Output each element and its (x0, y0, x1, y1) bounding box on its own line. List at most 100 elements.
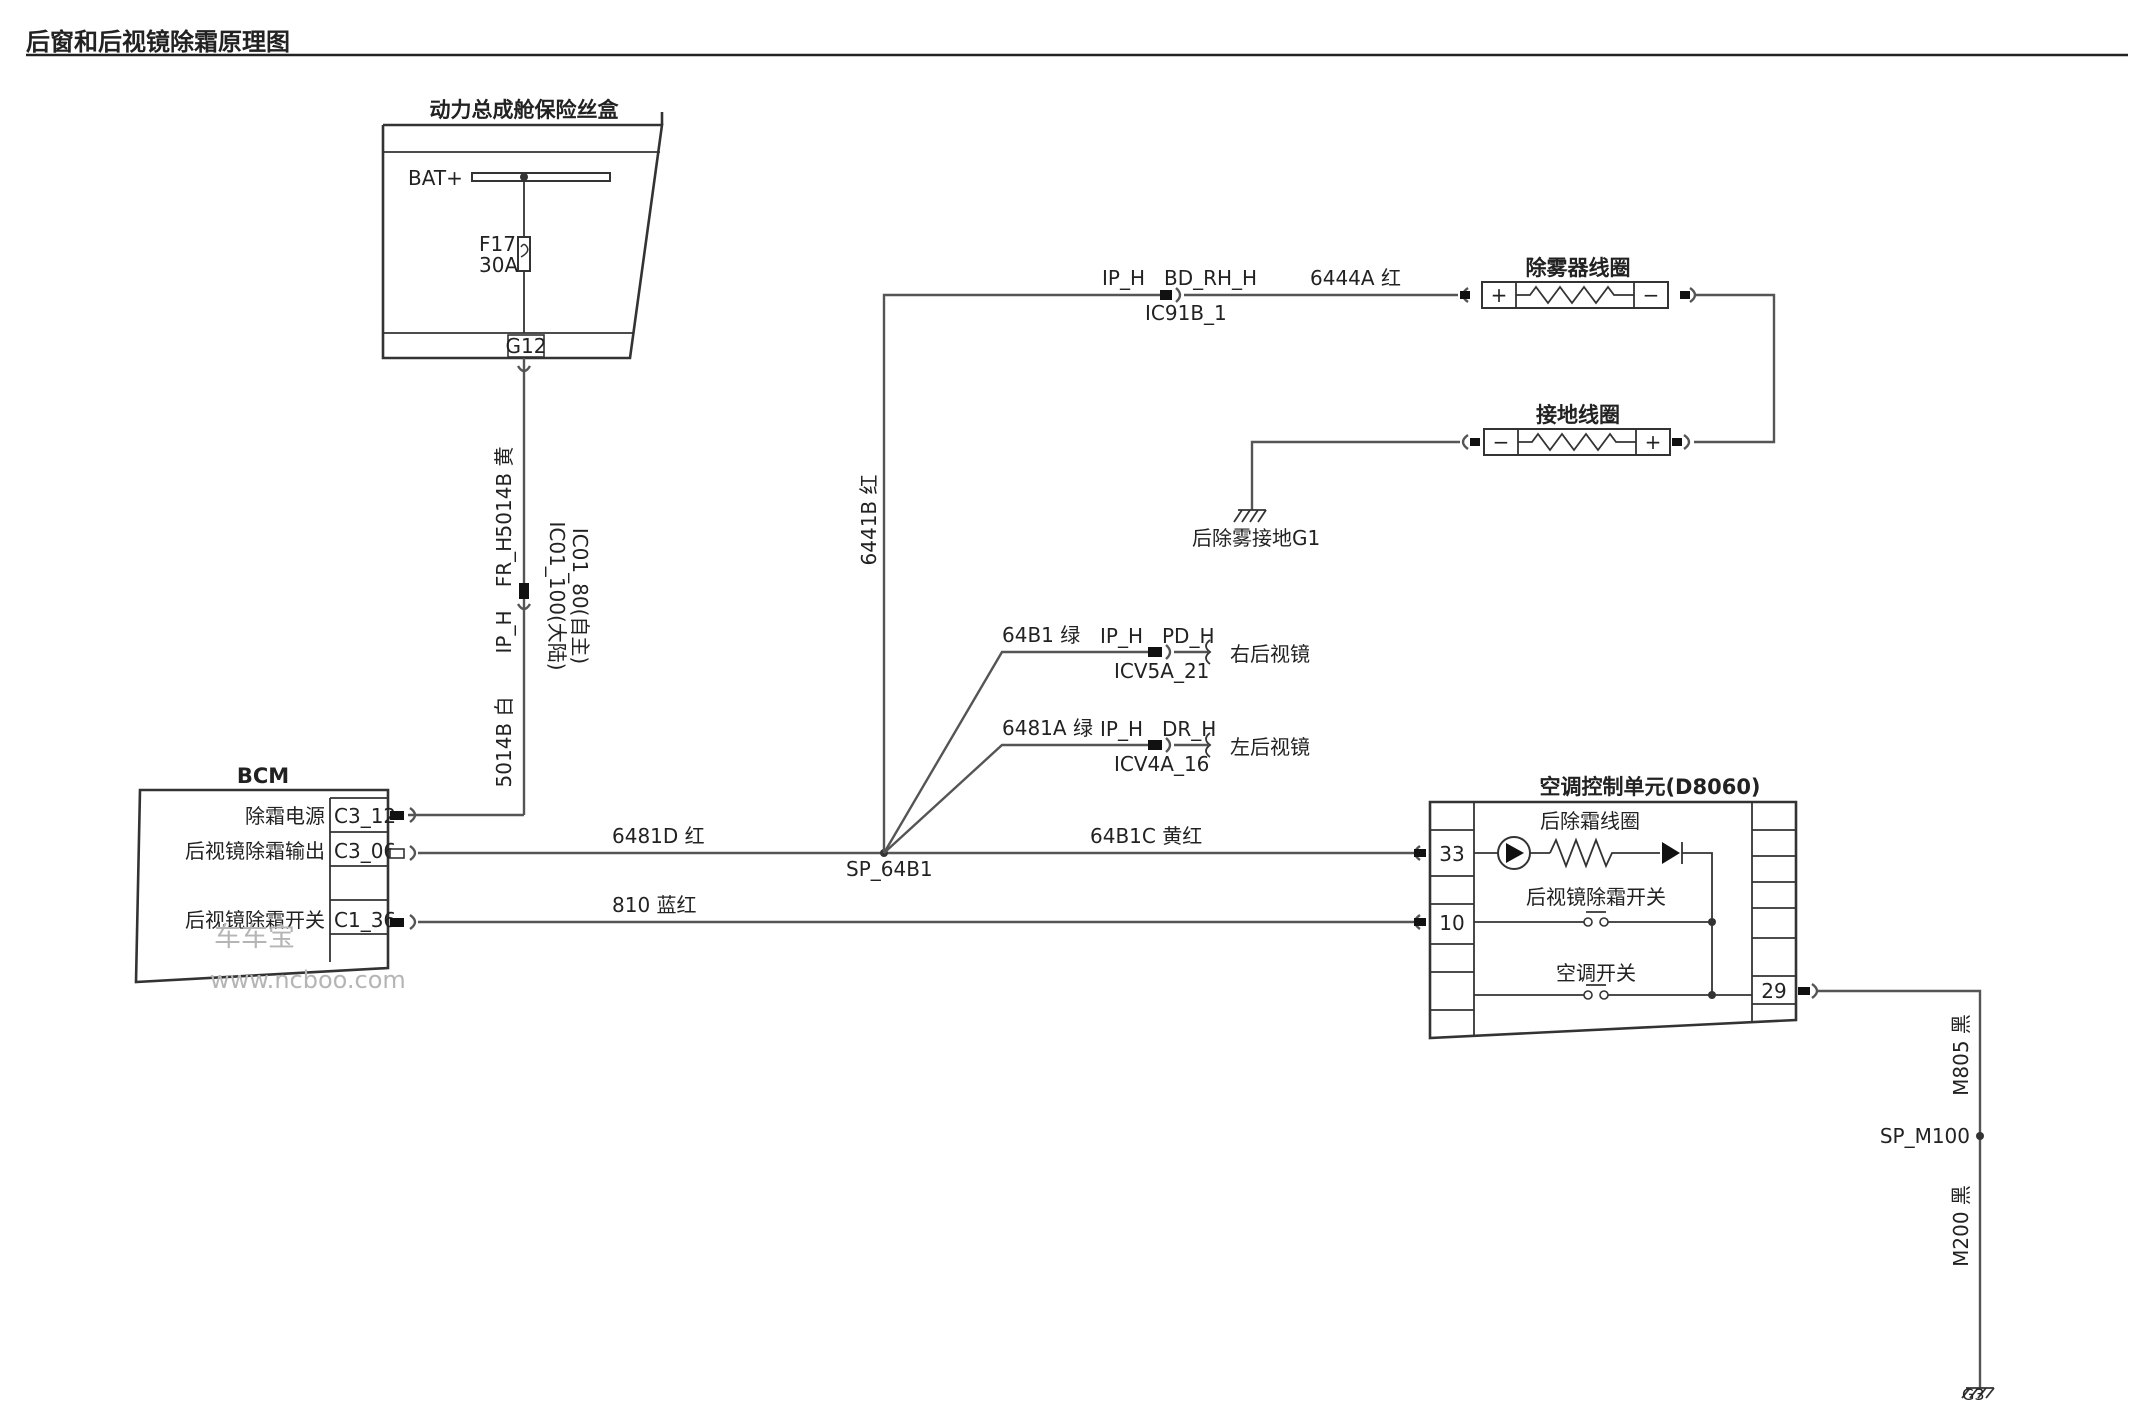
fuse-box-title: 动力总成舱保险丝盒 (430, 98, 620, 122)
wire-64B1-label: 64B1 绿 (1002, 623, 1080, 647)
wire-6441B (882, 293, 1172, 853)
hvac-outline (1428, 800, 1798, 1040)
bat-label: BAT+ (408, 166, 463, 190)
heater-coil-title: 除雾器线圈 (1526, 256, 1631, 280)
ground-coil: 接地线圈 − + (1461, 403, 1691, 456)
bcm-module: BCM 除霜电源 C3_12 后视镜除霜输出 C3_06 后视镜除霜开关 C1_… (134, 764, 417, 984)
ground-g1-icon (1233, 509, 1267, 523)
heater-plus: + (1491, 283, 1508, 307)
ground-g1-label: 后除雾接地G1 (1192, 526, 1320, 550)
icv4a-right: DR_H (1162, 717, 1216, 741)
pin-g12-box (507, 334, 545, 358)
inline-ic01-id2: IC01_80(自主) (568, 528, 592, 664)
wire-64B1 (882, 650, 1148, 854)
fuse-box-outline (381, 123, 664, 360)
icv5a-id: ICV5A_21 (1114, 659, 1209, 683)
hvac-item-mirror-defrost-switch: 后视镜除霜开关 (1526, 885, 1666, 909)
hvac-item-ac-switch: 空调开关 (1556, 961, 1636, 985)
wire-64B1C-label: 64B1C 黄红 (1090, 824, 1202, 848)
watermark-logo: 车车宝 (214, 922, 295, 953)
inline-ic01-left: IP_H (492, 611, 516, 654)
bcm-pin3-label: 后视镜除霜开关 (185, 908, 325, 932)
heater-minus: − (1643, 283, 1660, 307)
icv4a-id: ICV4A_16 (1114, 752, 1209, 776)
heater-coil: 除雾器线圈 + − (1460, 256, 1697, 309)
page-title: 后窗和后视镜除霜原理图 (26, 28, 290, 56)
wire-810-label: 810 蓝红 (612, 893, 697, 917)
pin-g12: G12 (506, 334, 547, 358)
mirror-switch-contact-right (1599, 917, 1609, 927)
fuse-box: 动力总成舱保险丝盒 BAT+ F17 30A G12 (381, 98, 664, 360)
wire-5014B: 5014B 黄 FR_H IP_H 5014B 白 IC01_100(大陆) I… (408, 358, 592, 817)
splice-sp-m100-label: SP_M100 (1880, 1124, 1970, 1148)
hvac-pin-10: 10 (1439, 911, 1464, 935)
hvac-item-rear-defrost-coil: 后除霜线圈 (1540, 809, 1640, 833)
watermark-url: www.ncboo.com (210, 966, 406, 994)
inline-ic01-right: FR_H (492, 537, 516, 587)
inline-connector-icv4a: IP_H DR_H ICV4A_16 左后视镜 (1100, 717, 1310, 776)
ground-coil-body (1483, 428, 1671, 456)
bcm-pin2: C3_06 (334, 839, 396, 863)
ground-coil-minus: − (1493, 430, 1510, 454)
splice-sp64b1-label: SP_64B1 (846, 857, 933, 881)
icv5a-left: IP_H (1100, 624, 1143, 648)
icv4a-dest: 左后视镜 (1230, 735, 1310, 759)
wire-6441B-label: 6441B 红 (857, 475, 881, 566)
hvac-control-unit: 空调控制单元(D8060) 33 10 29 后除霜线圈 (1413, 775, 1819, 1040)
bcm-pin2-connector (389, 848, 405, 859)
heater-resistor-icon (1516, 285, 1634, 305)
inline-ic01-id1: IC01_100(大陆) (545, 521, 569, 670)
ac-switch-contact-right (1599, 990, 1609, 1000)
ground-coil-resistor-icon (1518, 432, 1636, 452)
fuse-icon (520, 243, 529, 258)
splice-sp-m100 (1976, 1132, 1984, 1140)
hvac-pin-33: 33 (1439, 842, 1464, 866)
inline-connector-icv5a: IP_H PD_H ICV5A_21 右后视镜 (1100, 624, 1310, 683)
bcm-pin3: C1_36 (334, 908, 396, 932)
ic91b-right: BD_RH_H (1164, 266, 1257, 290)
heater-coil-body (1481, 281, 1669, 309)
wire-ground-g3 (1818, 989, 1982, 1388)
indicator-lamp-arrow (1506, 843, 1524, 863)
ground-g3-icon (1961, 1387, 1995, 1399)
wire-5014B-top-label: 5014B 黄 (492, 447, 516, 538)
wire-6481A-label: 6481A 绿 (1002, 716, 1093, 740)
hvac-pin-29: 29 (1761, 979, 1786, 1003)
wire-m200-label: M200 黑 (1949, 1185, 1973, 1267)
inline-connector-ic01-socket (516, 603, 532, 611)
bcm-pin3-connector (390, 918, 404, 927)
bcm-pin1-label: 除霜电源 (245, 804, 325, 828)
bat-node (520, 173, 528, 181)
wire-ground-g1 (1250, 440, 1460, 510)
bcm-title: BCM (237, 764, 289, 788)
inline-connector-ic91b (1160, 290, 1172, 300)
diode-icon (1662, 842, 1680, 864)
fuse-id: F17 (479, 232, 516, 256)
icv5a-dest: 右后视镜 (1230, 642, 1310, 666)
wire-5014B-bottom-label: 5014B 白 (492, 697, 516, 788)
ac-switch-contact-left (1583, 990, 1593, 1000)
hvac-title: 空调控制单元(D8060) (1539, 775, 1760, 799)
bcm-pin1: C3_12 (334, 804, 396, 828)
connector-g12-end (516, 365, 532, 373)
icv4a-left: IP_H (1100, 717, 1143, 741)
ic91b-left: IP_H (1102, 266, 1145, 290)
wire-6481A (883, 743, 1148, 854)
bcm-pin1-connector (390, 811, 404, 820)
wire-heater-to-ground-coil (1694, 293, 1776, 444)
fuse-rating: 30A (479, 253, 518, 277)
mirror-switch-contact-left (1583, 917, 1593, 927)
icv5a-right: PD_H (1162, 624, 1215, 648)
ic91b-id: IC91B_1 (1145, 301, 1227, 325)
wire-6444A-label: 6444A 红 (1310, 266, 1401, 290)
fuse-f17 (517, 236, 531, 272)
wire-6481D-label: 6481D 红 (612, 824, 705, 848)
ground-coil-title: 接地线圈 (1536, 403, 1620, 427)
bat-bus-bar (471, 172, 611, 182)
bcm-outline (134, 788, 390, 984)
defrost-coil-resistor-icon (1549, 837, 1660, 869)
inline-connector-ic01 (519, 583, 529, 599)
bcm-pin2-label: 后视镜除霜输出 (185, 839, 325, 863)
ground-g3-label: G3 (1962, 1385, 1985, 1402)
